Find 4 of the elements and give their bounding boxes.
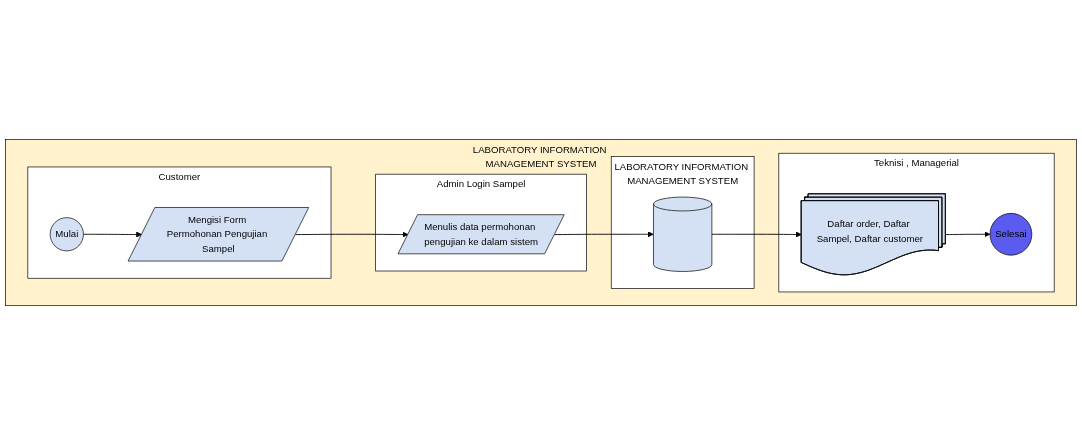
node-cylinder xyxy=(653,197,713,273)
node-circle: Selesai xyxy=(989,213,1033,256)
cluster: LABORATORY INFORMATION MANAGEMENT SYSTEM xyxy=(610,156,755,290)
node-circle: Mulai xyxy=(49,217,84,252)
